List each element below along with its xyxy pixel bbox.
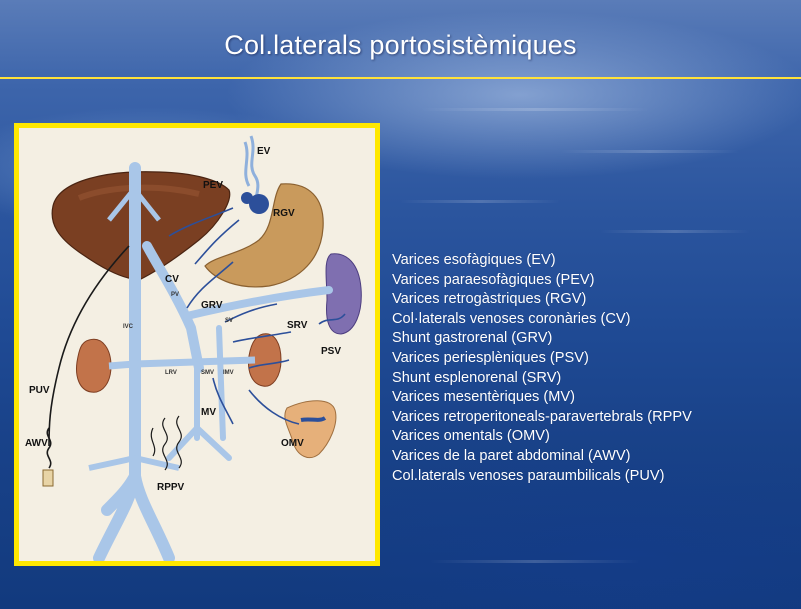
label-pv: PV xyxy=(171,292,179,298)
label-omv: OMV xyxy=(281,438,304,449)
label-awv: AWV xyxy=(25,438,48,449)
label-rppv: RPPV xyxy=(157,482,185,493)
label-rgv: RGV xyxy=(273,208,295,219)
spleen-shape xyxy=(326,254,361,334)
wave-highlight xyxy=(430,560,640,563)
slide-title: Col.laterals portosistèmiques xyxy=(0,30,801,61)
label-lrv: LRV xyxy=(165,370,177,376)
label-smv: SMV xyxy=(201,370,214,376)
label-puv: PUV xyxy=(29,385,50,396)
label-cv: CV xyxy=(165,274,179,285)
abdominal-wall-marker xyxy=(43,470,53,486)
legend-item: Varices retroperitoneals-paravertebrals … xyxy=(392,408,692,428)
collateral-legend-list: Varices esofàgiques (EV)Varices paraesof… xyxy=(392,251,692,486)
portal-vein xyxy=(147,246,199,368)
legend-item: Shunt gastrorenal (GRV) xyxy=(392,329,692,349)
legend-item: Shunt esplenorenal (SRV) xyxy=(392,369,692,389)
portosystemic-collaterals-illustration: EV PEV RGV CV GRV SRV PSV PUV AWV MV OMV… xyxy=(19,128,375,561)
label-ivc: IVC xyxy=(123,324,134,330)
label-ev: EV xyxy=(257,146,271,157)
omentum-shape xyxy=(285,401,336,458)
legend-item: Col·laterals venoses coronàries (CV) xyxy=(392,310,692,330)
anatomy-diagram: EV PEV RGV CV GRV SRV PSV PUV AWV MV OMV… xyxy=(14,123,380,566)
omental-varices xyxy=(301,418,325,420)
renal-veins xyxy=(109,360,255,366)
wave-highlight xyxy=(560,150,740,153)
legend-item: Varices retrogàstriques (RGV) xyxy=(392,290,692,310)
right-kidney xyxy=(77,339,111,392)
label-psv: PSV xyxy=(321,346,341,357)
legend-item: Varices mesentèriques (MV) xyxy=(392,388,692,408)
label-imv: IMV xyxy=(223,370,234,376)
wave-highlight xyxy=(420,108,650,111)
label-srv: SRV xyxy=(287,320,308,331)
title-underline xyxy=(0,77,801,79)
legend-item: Varices periesplèniques (PSV) xyxy=(392,349,692,369)
label-mv: MV xyxy=(201,407,216,418)
legend-item: Varices esofàgiques (EV) xyxy=(392,251,692,271)
legend-item: Col.laterals venoses paraumbilicals (PUV… xyxy=(392,467,692,487)
label-pev: PEV xyxy=(203,180,223,191)
wave-highlight xyxy=(400,200,560,203)
legend-item: Varices paraesofàgiques (PEV) xyxy=(392,271,692,291)
label-sv: SV xyxy=(225,318,233,324)
legend-item: Varices omentals (OMV) xyxy=(392,427,692,447)
legend-item: Varices de la paret abdominal (AWV) xyxy=(392,447,692,467)
label-grv: GRV xyxy=(201,300,223,311)
wave-highlight xyxy=(600,230,750,233)
